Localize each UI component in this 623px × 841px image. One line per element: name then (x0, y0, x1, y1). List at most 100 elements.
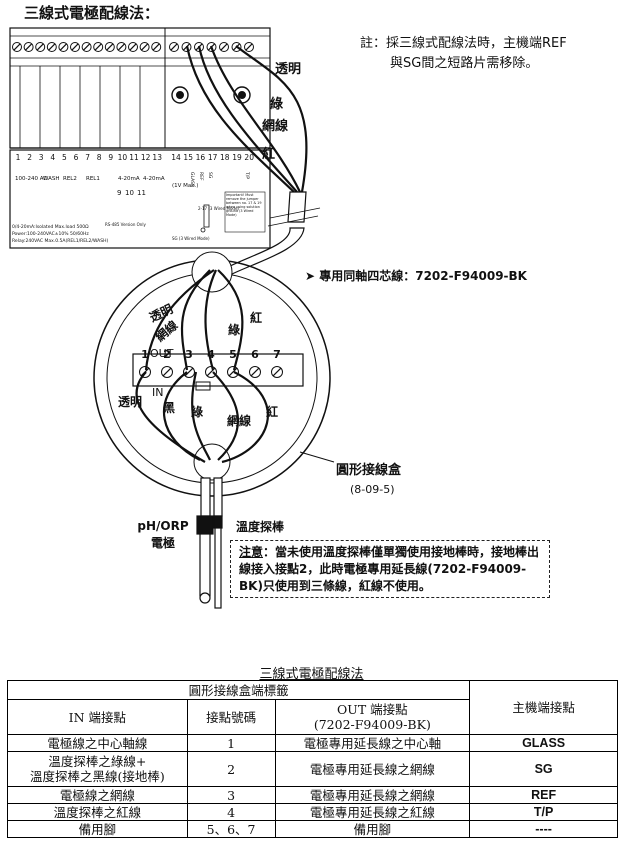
out-label: OUT (150, 347, 174, 360)
terminal-number: 19 (232, 153, 242, 162)
ph-cable (200, 477, 211, 517)
controller-unit (9, 27, 271, 249)
header-host: 主機端接點 (469, 680, 618, 735)
box-wires (135, 269, 269, 464)
vertical-sub-labels: GLASS REF SG T/P (189, 171, 250, 187)
box-label-red-bottom: 紅 (266, 404, 278, 419)
mount-hole-left (171, 86, 189, 104)
box-wire-red-top (217, 269, 244, 371)
box-wire-mesh-bottom (212, 371, 240, 461)
terminal-number: 14 (171, 153, 181, 162)
terminal-number: 2 (27, 153, 32, 162)
terminal-number: 12 (141, 153, 151, 162)
table-row: 溫度探棒之紅線 4 電極專用延長線之紅線 T/P (7, 803, 618, 821)
wire-label-clear: 透明 (275, 62, 301, 77)
cell-no: 1 (186, 734, 276, 752)
box-label-green-top: 綠 (228, 322, 241, 337)
cable-label: ➤ 專用同軸四芯線：7202-F94009-BK (305, 268, 528, 283)
controller-labels: 100-240 AC WASH REL2 REL1 4-20mA 4-20mA … (12, 176, 239, 244)
box-name-callout: 圓形接線盒 (8-09-5) (299, 451, 402, 496)
rs485-label: RS-485 Version Only (105, 222, 146, 227)
terminal-number: 16 (196, 153, 206, 162)
wire-clear (185, 45, 295, 193)
label-1v-max: (1V Max.) (172, 183, 198, 189)
mid-number-10: 10 (125, 189, 134, 197)
spec-line-1: 0/4-20mA:Isolated Max.load 500Ω (12, 224, 89, 230)
note-line-1: 註：採三線式配線法時，主機端REF (360, 36, 567, 51)
label-ref: REF (198, 172, 204, 181)
cell-out: 電極專用延長線之中心軸 (274, 734, 471, 752)
wire-labels: 透明 綠 網線 紅 (262, 62, 301, 162)
terminal-number: 13 (152, 153, 162, 162)
cell-no: 4 (186, 803, 276, 821)
wire-red (235, 45, 308, 193)
box-lower-labels: 透明 黑 綠 網線 紅 (118, 395, 278, 428)
mid-number-9: 9 (117, 189, 121, 197)
page-heading: 三線式電極配線法： (24, 4, 160, 22)
table-row: 電極線之網線 3 電極專用延長線之網線 REF (7, 786, 618, 804)
table-caption: 三線式電極配線法 (259, 667, 364, 682)
wire-label-mesh: 網線 (262, 118, 289, 134)
spec-line-2: Power:100-240VAC±10% 50/60Hz (12, 231, 89, 237)
terminal-number: 15 (183, 153, 193, 162)
cell-out: 備用腳 (274, 820, 471, 838)
important-box (224, 191, 266, 233)
terminal-number: 7 (85, 153, 90, 162)
cell-in: 電極線之網線 (7, 786, 188, 804)
terminal-number: 1 (16, 153, 21, 162)
junction-terminal-number: 6 (251, 348, 259, 361)
box-label-clear-bottom: 透明 (118, 395, 142, 409)
terminal-number: 18 (220, 153, 230, 162)
label-sg: SG (207, 172, 213, 179)
box-label-red-top: 紅 (250, 310, 262, 325)
table-group-header: 圓形接線盒端標籤 (6, 680, 471, 700)
cell-out: 電極專用延長線之網線 (274, 786, 471, 804)
junction-terminal-number: 4 (207, 348, 215, 361)
terminal-number: 9 (108, 153, 113, 162)
box-wire-green (191, 371, 211, 461)
terminal-number: 4 (50, 153, 55, 162)
housing-ribs (19, 66, 141, 148)
important-text: Important! Must remove the jumper betwee… (226, 193, 262, 217)
label-4-20ma-2: 4-20mA (143, 176, 165, 182)
terminal-number: 17 (208, 153, 218, 162)
junction-terminal-number: 3 (185, 348, 193, 361)
temp-probe-body (214, 527, 222, 609)
cell-in: 電極線之中心軸線 (7, 734, 188, 752)
box-code: (8-09-5) (350, 483, 395, 496)
wire-mesh (209, 45, 301, 193)
mid-numbers: 9 10 11 (117, 189, 146, 197)
wire-green (197, 45, 298, 193)
jumper-drawing (200, 204, 210, 233)
wire-label-red: 紅 (262, 146, 275, 162)
box-wire-black (162, 371, 201, 461)
header-no: 接點號碼 (186, 699, 276, 735)
box-wire-mesh-top (180, 269, 211, 371)
header-in: IN 端接點 (7, 699, 188, 735)
terminal-number: 5 (62, 153, 67, 162)
mode-label: SG (3 Wired Mode) (172, 236, 210, 241)
table-row: 備用腳 5、6、7 備用腳 ---- (7, 820, 618, 838)
temp-cable (213, 477, 223, 517)
controller-wires (185, 45, 308, 193)
terminal-number: 10 (118, 153, 128, 162)
label-rel2: REL2 (63, 176, 77, 182)
box-wire-red-bottom (221, 371, 269, 464)
caution-title: 注意 (239, 545, 264, 559)
table-row: 電極線之中心軸線 1 電極專用延長線之中心軸 GLASS (7, 734, 618, 752)
box-label-mesh-bottom: 網線 (227, 413, 251, 428)
box-name: 圓形接線盒 (336, 462, 402, 478)
cell-no: 3 (186, 786, 276, 804)
label-tp: T/P (244, 171, 250, 179)
label-wash: WASH (43, 176, 60, 182)
wiring-note: 註：採三線式配線法時，主機端REF 與SG間之短路片需移除。 (360, 34, 567, 74)
cell-host: GLASS (469, 734, 618, 752)
junction-terminal-number: 2 (163, 348, 171, 361)
terminal-number: 8 (97, 153, 102, 162)
terminal-number: 11 (129, 153, 139, 162)
note-line-2: 與SG間之短路片需移除。 (390, 56, 539, 71)
probes (196, 477, 223, 609)
cell-out: 電極專用延長線之網線 (274, 751, 471, 787)
